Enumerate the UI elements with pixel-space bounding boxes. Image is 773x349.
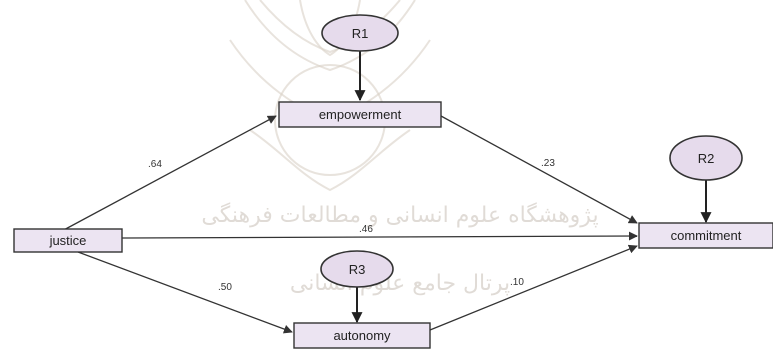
path-justice-autonomy [77,251,293,334]
node-justice-label: justice [49,233,87,248]
error-r2-label: R2 [698,151,715,166]
path-justice-commitment [121,231,638,241]
error-r3-label: R3 [349,262,366,277]
error-r1-label: R1 [352,26,369,41]
coef-justice-commitment: .46 [359,224,373,235]
error-r3: R3 [320,250,394,288]
node-autonomy: autonomy [293,322,431,349]
path-autonomy-commitment [429,244,638,331]
coef-autonomy-commitment: .10 [510,277,524,288]
path-justice-empowerment [59,115,277,233]
coef-justice-autonomy: .50 [218,282,232,293]
coef-empowerment-commitment: .23 [541,158,555,169]
node-empowerment-label: empowerment [319,107,402,122]
path-empowerment-commitment [440,115,638,224]
node-commitment-label: commitment [671,228,742,243]
node-justice: justice [13,228,123,253]
coef-justice-empowerment: .64 [148,159,162,170]
error-r1: R1 [321,14,399,52]
node-empowerment: empowerment [278,101,442,128]
node-autonomy-label: autonomy [333,328,391,343]
watermark-line1: پژوهشگاه علوم انسانی و مطالعات فرهنگی [201,202,598,228]
error-r2: R2 [669,135,743,181]
node-commitment: commitment [638,222,773,249]
